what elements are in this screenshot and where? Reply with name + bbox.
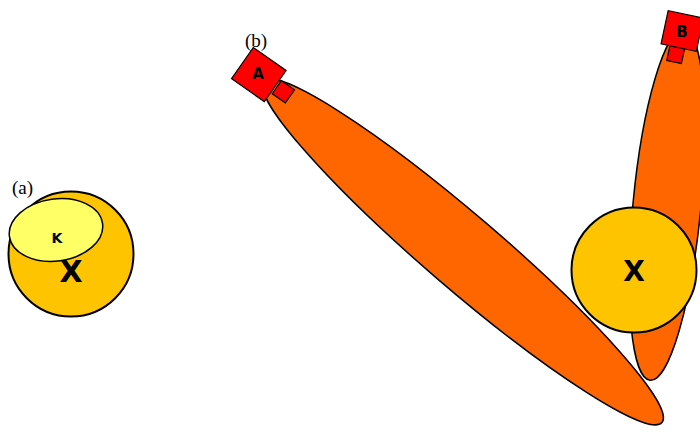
- node-letter: K: [52, 231, 63, 245]
- motor-box: A: [230, 40, 308, 116]
- node-letter: A: [252, 67, 264, 82]
- node-letter: B: [676, 25, 687, 40]
- node-letter: X: [59, 257, 82, 287]
- panel-label: (a): [12, 177, 33, 199]
- region-ellipse: K: [7, 196, 105, 264]
- node-letter: X: [623, 258, 645, 286]
- joint-circle: X: [570, 206, 698, 334]
- motor-box: B: [656, 0, 700, 72]
- panel-label: (b): [245, 30, 267, 52]
- region-ellipse-outline: [7, 196, 105, 264]
- joint-circle: XK: [7, 190, 135, 318]
- motor-box-outline: [230, 40, 308, 116]
